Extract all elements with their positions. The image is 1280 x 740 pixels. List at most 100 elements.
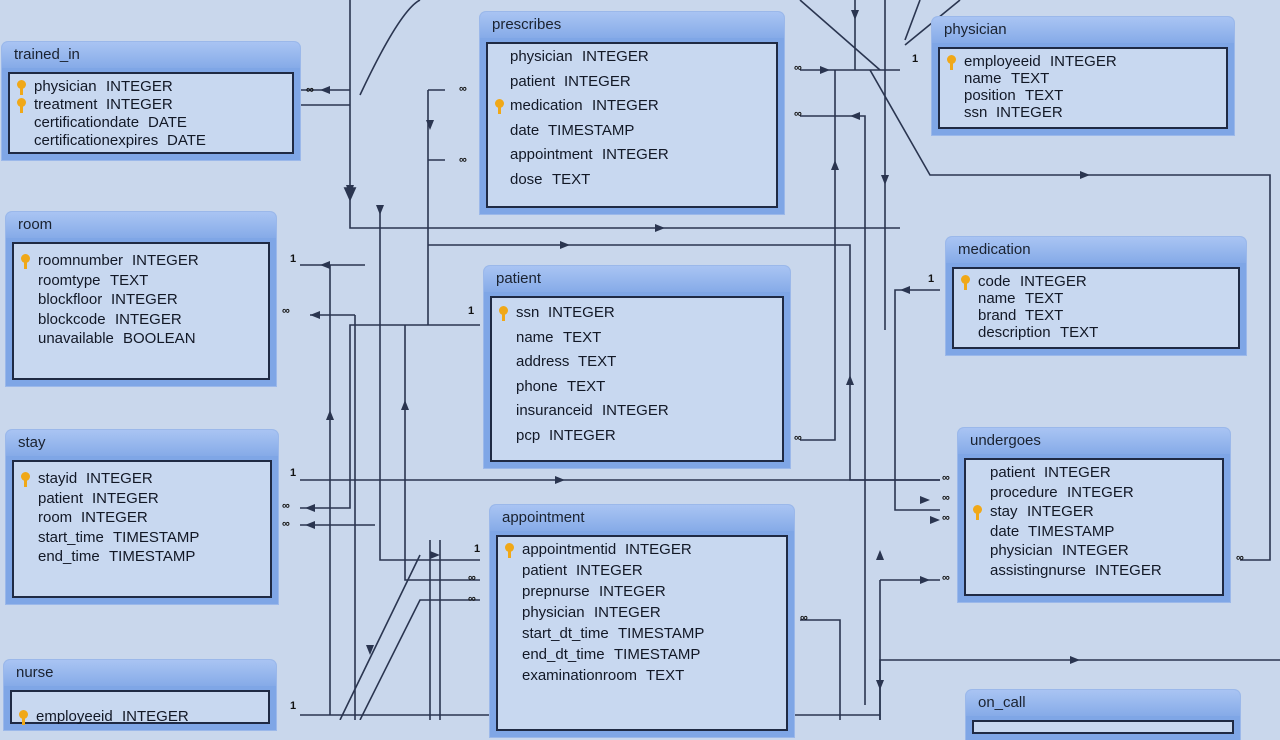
table-title: room	[6, 212, 276, 238]
column-type: TEXT	[1025, 290, 1064, 307]
column-name: certificationexpires	[34, 132, 159, 149]
column-name: name	[978, 290, 1016, 307]
table-on_call[interactable]: on_call	[966, 690, 1240, 740]
cardinality-many: ∞	[306, 84, 314, 96]
column-type: INTEGER	[86, 470, 153, 487]
column-type: INTEGER	[602, 402, 669, 419]
table-columns	[972, 720, 1234, 734]
cardinality-many: ∞	[468, 593, 476, 605]
column-row[interactable]: name TEXT	[954, 290, 1238, 308]
cardinality-many: ∞	[794, 62, 802, 74]
column-type: TIMESTAMP	[1028, 522, 1115, 540]
column-name: medication	[510, 97, 583, 114]
column-name: code	[978, 273, 1011, 290]
cardinality-one: 1	[928, 273, 935, 285]
column-type: TEXT	[1025, 307, 1064, 324]
cardinality-many: ∞	[794, 108, 802, 120]
column-type: INTEGER	[564, 72, 631, 90]
column-type: INTEGER	[106, 96, 173, 113]
column-type: INTEGER	[625, 541, 692, 558]
column-name: certificationdate	[34, 114, 140, 131]
column-name: unavailable	[38, 330, 114, 347]
cardinality-many: ∞	[800, 612, 808, 624]
column-type: INTEGER	[1095, 561, 1162, 579]
column-name: address	[516, 353, 570, 370]
column-name: assistingnurse	[990, 561, 1086, 579]
column-type: INTEGER	[1062, 542, 1129, 559]
column-row[interactable]: assistingnurse INTEGER	[966, 562, 1222, 580]
column-name: name	[516, 328, 554, 346]
column-type: INTEGER	[81, 509, 148, 526]
cardinality-many: ∞	[282, 518, 290, 530]
column-type: INTEGER	[92, 489, 159, 507]
column-name: start_dt_time	[522, 625, 609, 642]
column-type: INTEGER	[1050, 53, 1117, 70]
primary-key-icon	[20, 252, 32, 270]
cardinality-many: ∞	[942, 572, 950, 584]
column-type: INTEGER	[1067, 483, 1134, 501]
column-type: INTEGER	[1027, 503, 1094, 520]
primary-key-icon	[504, 541, 516, 559]
primary-key-icon	[16, 78, 28, 96]
cardinality-many: ∞	[459, 83, 467, 95]
